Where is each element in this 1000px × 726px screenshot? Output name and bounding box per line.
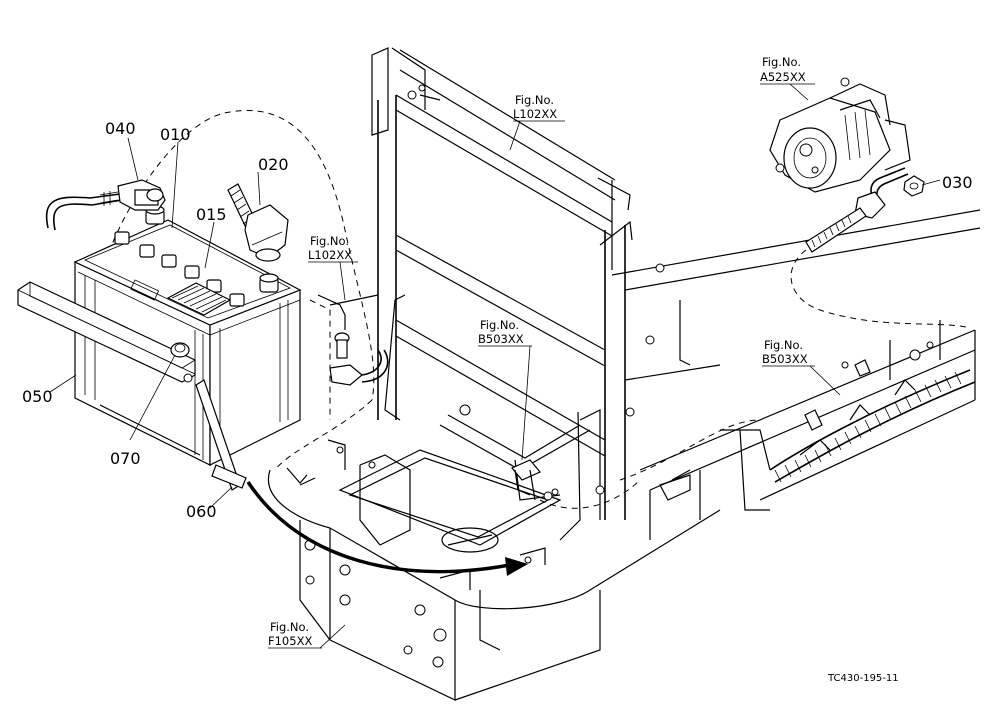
fig-ref-l102-top-line2: L102XX [513, 107, 557, 121]
leader-lines [49, 83, 941, 649]
hold-bolt [195, 379, 247, 491]
positive-terminal-cover [227, 183, 289, 262]
fig-ref-b503-right-line1: Fig.No. [764, 338, 803, 352]
part-label-070: 070 [110, 449, 141, 468]
fig-ref-a525-line2: A525XX [760, 70, 806, 84]
fig-ref-f105-line1: Fig.No. [270, 620, 309, 634]
cable-route [790, 249, 971, 329]
part-label-040: 040 [105, 119, 136, 138]
wire-harness [720, 359, 976, 483]
battery-hold-bar [17, 281, 196, 383]
route-dash-3 [539, 479, 641, 509]
negative-cable [45, 179, 166, 231]
part-label-030: 030 [942, 173, 973, 192]
fig-ref-f105-line2: F105XX [268, 634, 312, 648]
part-label-015: 015 [196, 205, 227, 224]
starter-cable [805, 167, 925, 253]
fig-ref-b503-mid-line2: B503XX [478, 332, 524, 346]
drawing-code: TC430-195-11 [827, 673, 899, 684]
part-label-010: 010 [160, 125, 191, 144]
fig-ref-l102-mid-line1: Fig.No. [310, 234, 349, 248]
harness-connector [511, 459, 559, 501]
fig-ref-l102-top-line1: Fig.No. [515, 93, 554, 107]
fig-ref-l102-mid-line2: L102XX [308, 248, 352, 262]
positive-cable [309, 294, 389, 470]
fig-ref-a525-line1: Fig.No. [762, 55, 801, 69]
wing-nut [170, 342, 190, 358]
fig-ref-b503-right-line2: B503XX [762, 352, 808, 366]
part-label-060: 060 [186, 502, 217, 521]
part-label-050: 050 [22, 387, 53, 406]
chassis-frame [87, 47, 981, 701]
starter-motor [769, 77, 911, 193]
part-label-020: 020 [258, 155, 289, 174]
fig-ref-b503-mid-line1: Fig.No. [480, 318, 519, 332]
routing-arrow [246, 481, 528, 576]
